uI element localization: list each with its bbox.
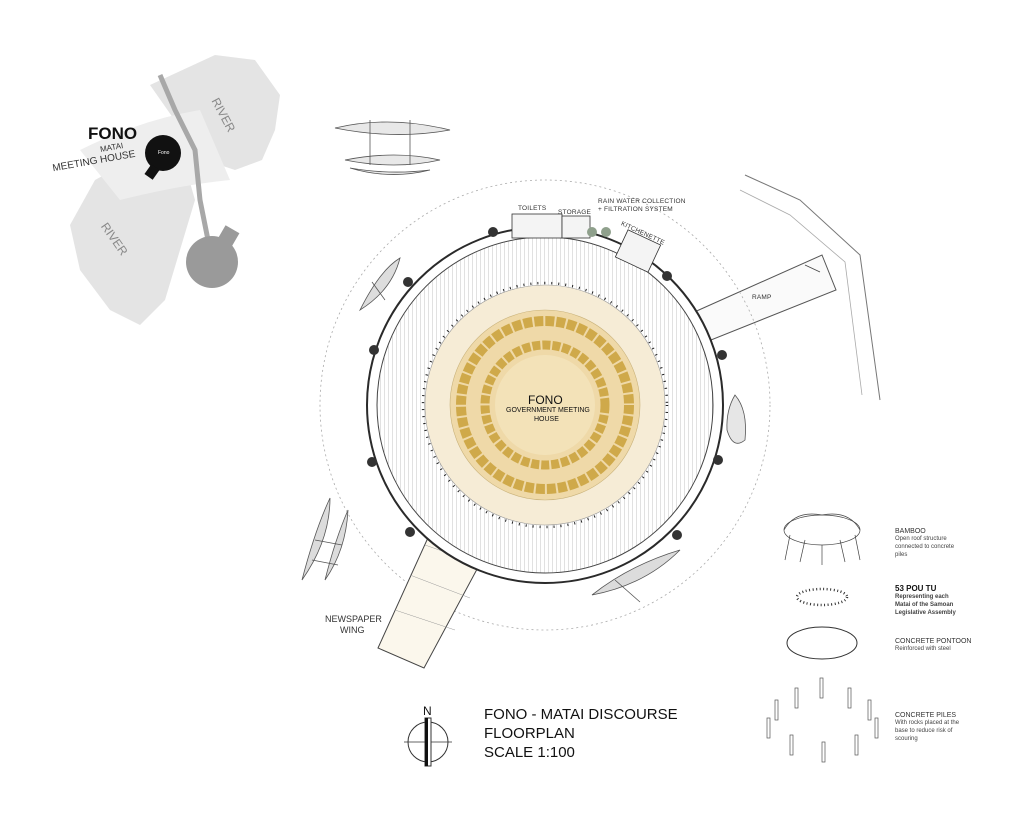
- fono-center-sub-2: HOUSE: [534, 416, 559, 423]
- legend-pontoon-title: CONCRETE PONTOON: [895, 638, 972, 645]
- fono-center-sub-1: GOVERNMENT MEETING: [506, 407, 590, 414]
- locator-secondary-annex: [216, 225, 240, 249]
- rainwater-label-1: RAIN WATER COLLECTION: [598, 198, 686, 205]
- legend-piles-desc-1: With rocks placed at the: [895, 720, 960, 726]
- rainwater-label-2: + FILTRATION SYSTEM: [598, 206, 673, 213]
- center-floor: [495, 355, 595, 455]
- legend-pontoon-desc-1: Reinforced with steel: [895, 646, 951, 652]
- title-line-1: FONO - MATAI DISCOURSE: [484, 706, 678, 723]
- locator-title: FONO: [88, 124, 138, 143]
- locator-fono-marker: [145, 135, 181, 171]
- locator-boardwalk: [157, 74, 211, 241]
- legend-bamboo-desc-3: piles: [895, 552, 908, 558]
- locator-map: [70, 55, 280, 325]
- legend-piles-title: CONCRETE PILES: [895, 712, 957, 719]
- legend-pontoon-graphic: [786, 626, 858, 660]
- legend-poutu-desc-3: Legislative Assembly: [895, 610, 956, 616]
- main-building: [366, 213, 727, 584]
- locator-land-west: [70, 150, 195, 325]
- north-arrow-icon: [404, 717, 452, 767]
- shoreline: [744, 174, 881, 401]
- legend-bamboo-desc-1: Open roof structure: [895, 536, 947, 542]
- canoe-left: [359, 257, 401, 312]
- legend-bamboo-graphic: [783, 513, 861, 565]
- rainwater-tank-2: [601, 227, 611, 237]
- title-line-2: FLOORPLAN: [484, 725, 575, 742]
- catamaran-left: [301, 497, 349, 581]
- locator-fono-entry: [144, 164, 160, 180]
- legend-poutu-desc-1: Representing each: [895, 594, 949, 600]
- legend-piles-desc-2: base to reduce risk of: [895, 728, 953, 734]
- locator-mark-label: Fono: [158, 150, 170, 156]
- locator-land-east: [150, 55, 280, 170]
- legend-bamboo-desc-2: connected to concrete: [895, 544, 955, 550]
- fono-center-title: FONO: [528, 393, 563, 407]
- canoe-bottom-right: [591, 549, 681, 603]
- legend-poutu-graphic: [795, 587, 849, 607]
- ramp-label: RAMP: [752, 294, 772, 301]
- shoreline-inner: [739, 189, 863, 396]
- storage-block: [561, 215, 591, 239]
- locator-secondary-building: [186, 236, 238, 288]
- boat-right: [726, 394, 746, 444]
- legend-poutu-title: 53 POU TU: [895, 584, 937, 593]
- perimeter-piles: [367, 227, 727, 540]
- toilets-block: [511, 213, 563, 239]
- title-line-3: SCALE 1:100: [484, 744, 575, 761]
- newspaper-label-1: NEWSPAPER: [325, 614, 382, 624]
- legend-piles-desc-3: scouring: [895, 736, 918, 742]
- north-label: N: [423, 704, 432, 718]
- rainwater-tank-1: [587, 227, 597, 237]
- assembly-ring-inner: [480, 340, 610, 470]
- legend-piles-graphic: [766, 677, 879, 763]
- assembly-ring-outer: [456, 316, 634, 494]
- legend-bamboo-title: BAMBOO: [895, 528, 926, 535]
- legend-poutu-desc-2: Matai of the Samoan: [895, 602, 954, 608]
- catamaran-top: [334, 120, 451, 175]
- storage-label: STORAGE: [558, 209, 592, 216]
- newspaper-label-2: WING: [340, 625, 365, 635]
- site-boundary: [319, 179, 771, 631]
- pou-tu-ring: [421, 281, 669, 529]
- kitchenette-block: [614, 229, 662, 273]
- toilets-label: TOILETS: [518, 205, 547, 212]
